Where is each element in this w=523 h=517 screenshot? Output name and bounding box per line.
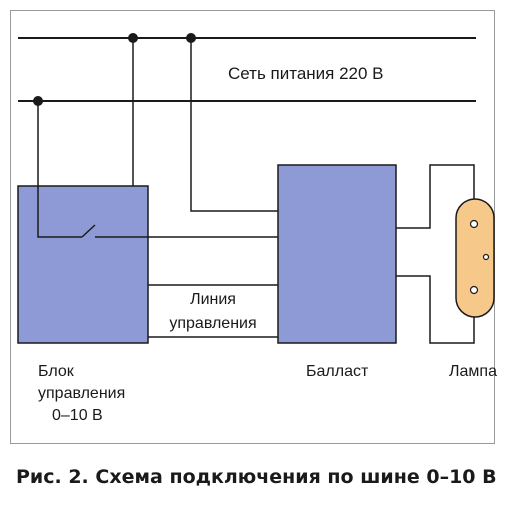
mains-label: Сеть питания 220 В — [228, 64, 384, 83]
lamp-label: Лампа — [449, 363, 497, 380]
switch-wire — [37, 101, 82, 238]
control-line-label-1: Линия — [190, 291, 236, 308]
ballast-box — [277, 164, 397, 344]
control-unit-box — [17, 185, 149, 344]
lamp-electrode-bottom — [469, 285, 479, 295]
supply-wire-ballast — [190, 38, 278, 212]
ballast-label: Балласт — [306, 363, 369, 380]
lamp-wire-top — [396, 164, 475, 229]
control-unit-label-1: Блок — [38, 363, 75, 380]
control-unit-label-2: управления — [38, 385, 125, 402]
control-unit-label-3: 0–10 В — [52, 407, 103, 424]
figure-caption: Рис. 2. Схема подключения по шине 0–10 В — [16, 466, 497, 488]
lamp-wire-bottom — [396, 275, 475, 344]
control-line-label-2: управления — [169, 315, 256, 332]
lamp-electrode-top — [469, 219, 479, 229]
switch-contact — [81, 224, 96, 238]
lamp-icon — [455, 198, 495, 318]
lamp-starter-contact — [482, 253, 490, 261]
